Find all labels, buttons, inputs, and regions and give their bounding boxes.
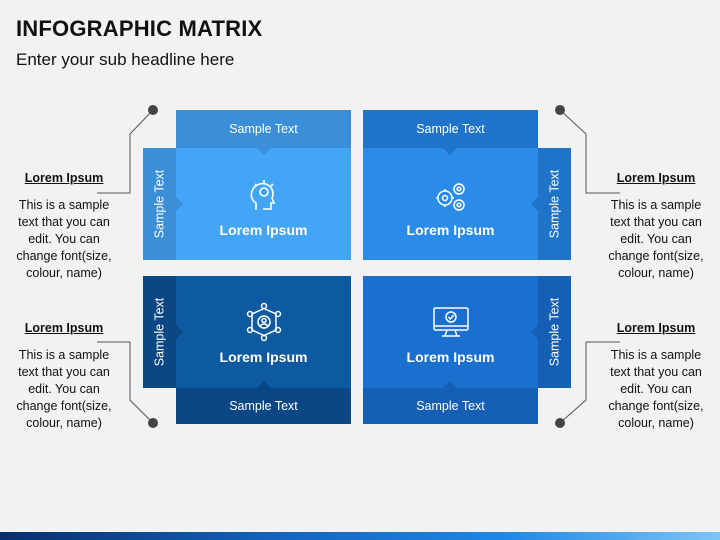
side-note-bottom-left: Lorem Ipsum This is a sample text that y… <box>8 320 120 432</box>
panel-label: Lorem Ipsum <box>219 349 308 365</box>
top-right-panel: Lorem Ipsum <box>363 148 538 260</box>
connector-dot-top-right <box>555 105 565 115</box>
bottom-right-side-band: Sample Text <box>538 276 571 388</box>
connector-dot-top-left <box>148 105 158 115</box>
side-note-body: This is a sample text that you can edit.… <box>16 348 112 430</box>
band-text: Sample Text <box>152 169 167 239</box>
bottom-right-panel: Lorem Ipsum <box>363 276 538 388</box>
side-note-heading: Lorem Ipsum <box>616 321 696 335</box>
band-text: Sample Text <box>416 122 485 136</box>
band-text: Sample Text <box>229 122 298 136</box>
gears-icon <box>435 183 465 211</box>
top-left-side-band: Sample Text <box>143 148 176 260</box>
bottom-left-notch-right <box>176 325 183 339</box>
bottom-left-notch-up <box>257 381 271 388</box>
idea-head-icon <box>250 180 275 210</box>
bottom-right-notch-left <box>531 325 538 339</box>
band-text: Sample Text <box>152 297 167 367</box>
network-icon <box>246 302 281 342</box>
top-left-notch-down <box>257 148 271 155</box>
side-note-top-right: Lorem Ipsum This is a sample text that y… <box>600 170 712 282</box>
side-note-body: This is a sample text that you can edit.… <box>16 198 112 280</box>
band-text: Sample Text <box>547 297 562 367</box>
side-note-bottom-right: Lorem Ipsum This is a sample text that y… <box>600 320 712 432</box>
top-left-top-band: Sample Text <box>176 110 351 148</box>
connector-dot-bottom-right <box>555 418 565 428</box>
side-note-heading: Lorem Ipsum <box>24 321 104 335</box>
panel-label: Lorem Ipsum <box>406 349 495 365</box>
bottom-left-side-band: Sample Text <box>143 276 176 388</box>
side-note-top-left: Lorem Ipsum This is a sample text that y… <box>8 170 120 282</box>
band-text: Sample Text <box>547 169 562 239</box>
footer-gradient-bar <box>0 532 720 540</box>
band-text: Sample Text <box>229 399 298 413</box>
top-left-panel: Lorem Ipsum <box>176 148 351 260</box>
top-right-notch-down <box>443 148 457 155</box>
page-subtitle: Enter your sub headline here <box>16 50 235 69</box>
side-note-body: This is a sample text that you can edit.… <box>608 198 704 280</box>
page-title: INFOGRAPHIC MATRIX <box>16 16 263 41</box>
top-right-side-band: Sample Text <box>538 148 571 260</box>
top-right-notch-left <box>531 197 538 211</box>
bottom-left-bottom-band: Sample Text <box>176 388 351 424</box>
bottom-left-panel: Lorem Ipsum <box>176 276 351 388</box>
side-note-body: This is a sample text that you can edit.… <box>608 348 704 430</box>
bottom-right-bottom-band: Sample Text <box>363 388 538 424</box>
panel-label: Lorem Ipsum <box>406 222 495 238</box>
side-note-heading: Lorem Ipsum <box>24 171 104 185</box>
top-left-notch-right <box>176 197 183 211</box>
connector-dot-bottom-left <box>148 418 158 428</box>
panel-label: Lorem Ipsum <box>219 222 308 238</box>
monitor-check-icon <box>432 307 469 337</box>
side-note-heading: Lorem Ipsum <box>616 171 696 185</box>
top-right-top-band: Sample Text <box>363 110 538 148</box>
band-text: Sample Text <box>416 399 485 413</box>
bottom-right-notch-up <box>443 381 457 388</box>
